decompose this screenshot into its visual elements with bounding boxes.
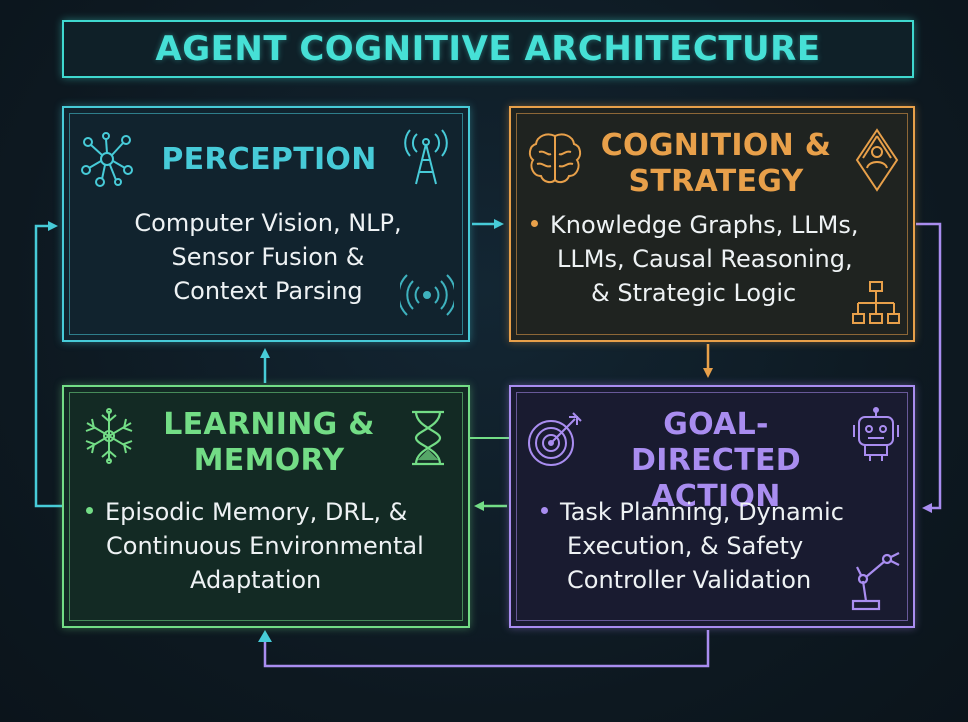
cognition-title-line: COGNITION &	[600, 128, 832, 163]
learning-line: Continuous Environmental	[106, 532, 424, 560]
action-body: Task Planning, Dynamic Execution, & Safe…	[541, 495, 881, 597]
action-title-line: GOAL-DIRECTED	[631, 407, 801, 478]
snowflake-network-icon	[85, 408, 133, 464]
diamond-figure-icon	[855, 128, 899, 192]
perception-line: Context Parsing	[173, 277, 363, 305]
panel-cognition: COGNITION & STRATEGY Knowledge Graphs, L…	[509, 106, 915, 342]
learning-line: Episodic Memory, DRL, &	[86, 495, 466, 529]
perception-line: Computer Vision, NLP,	[134, 209, 402, 237]
bullet-icon	[541, 506, 548, 514]
target-icon	[528, 412, 582, 466]
diagram-title: AGENT COGNITIVE ARCHITECTURE	[155, 29, 821, 69]
bullet-icon	[86, 506, 93, 514]
hourglass-icon	[412, 410, 444, 466]
cognition-line: Knowledge Graphs, LLMs,	[531, 208, 911, 242]
robot-arm-icon	[851, 552, 900, 611]
perception-line: Sensor Fusion &	[171, 243, 365, 271]
arrowhead-bottom-loop	[258, 630, 272, 642]
learning-title-line: MEMORY	[193, 443, 345, 478]
hierarchy-icon	[852, 281, 900, 324]
action-line: Execution, & Safety	[567, 532, 804, 560]
antenna-icon	[404, 129, 448, 185]
learning-title-line: LEARNING &	[163, 407, 375, 442]
neural-network-icon	[81, 132, 133, 187]
learning-line: Adaptation	[190, 566, 322, 594]
robot-head-icon	[853, 407, 899, 461]
learning-title: LEARNING & MEMORY	[144, 407, 394, 479]
action-line: Task Planning, Dynamic	[541, 495, 881, 529]
perception-title: PERCEPTION	[161, 142, 377, 177]
arrow-cognition-loop-to-action	[916, 222, 942, 513]
arrow-left-loop-to-perception	[34, 221, 62, 508]
action-title-line: ACTION	[651, 479, 781, 514]
action-line: Controller Validation	[567, 566, 812, 594]
arrow-bottom-loop-to-learning	[263, 630, 710, 668]
cognition-line: & Strategic Logic	[591, 279, 797, 307]
cognition-title: COGNITION & STRATEGY	[591, 128, 841, 200]
cognition-line: LLMs, Causal Reasoning,	[557, 245, 853, 273]
title-bar: AGENT COGNITIVE ARCHITECTURE	[62, 20, 914, 78]
perception-body: Computer Vision, NLP, Sensor Fusion & Co…	[84, 206, 452, 308]
panel-action: GOAL-DIRECTED ACTION Task Planning, Dyna…	[509, 385, 915, 628]
bullet-icon	[531, 219, 538, 227]
panel-perception: PERCEPTION Computer Vision, NLP, Sensor …	[62, 106, 470, 342]
panel-learning: LEARNING & MEMORY Episodic Memory, DRL, …	[62, 385, 470, 628]
cognition-body: Knowledge Graphs, LLMs, LLMs, Causal Rea…	[531, 208, 911, 310]
wireless-signal-icon	[400, 274, 454, 316]
cognition-title-line: STRATEGY	[628, 164, 804, 199]
learning-body: Episodic Memory, DRL, & Continuous Envir…	[86, 495, 466, 597]
action-title: GOAL-DIRECTED ACTION	[581, 407, 851, 515]
brain-icon	[528, 133, 582, 184]
